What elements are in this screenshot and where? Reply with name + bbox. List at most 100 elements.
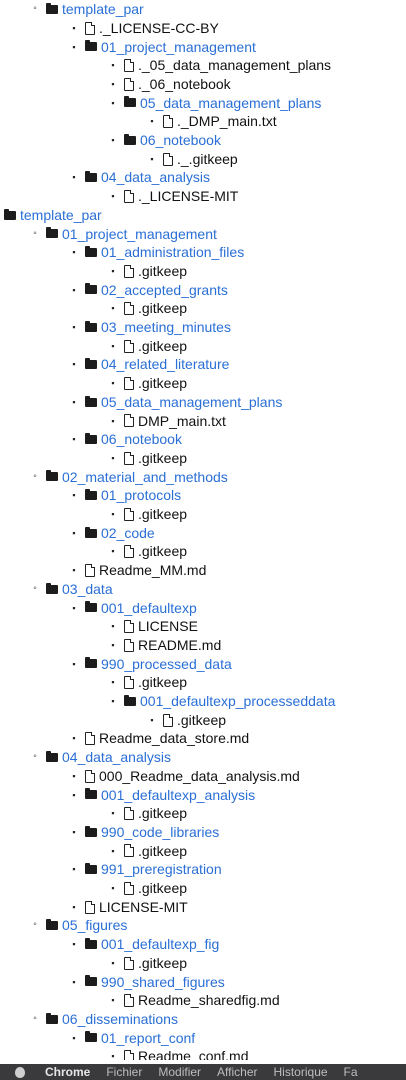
square-bullet-icon: ▪	[111, 1051, 115, 1060]
tree-file-row: ▪DMP_main.txt	[108, 412, 226, 431]
menu-fichier[interactable]: Fichier	[106, 1065, 143, 1079]
square-bullet-icon: ▪	[72, 658, 76, 669]
tree-folder-row: ▪05_data_management_plans	[108, 94, 321, 113]
tree-file-row: ▪._DMP_main.txt	[147, 112, 276, 131]
folder-link[interactable]: 01_administration_files	[101, 244, 245, 261]
folder-link[interactable]: 990_code_libraries	[101, 823, 220, 840]
folder-link[interactable]: 06_disseminations	[62, 1010, 178, 1027]
folder-icon	[85, 1031, 97, 1043]
file-name: Readme_data_store.md	[99, 730, 250, 747]
square-bullet-icon: ▪	[72, 172, 76, 183]
menu-historique[interactable]: Historique	[273, 1065, 328, 1079]
tree-folder-row: ▪ 06_notebook	[69, 430, 182, 449]
folder-link[interactable]: 05_figures	[62, 917, 128, 934]
tree-folder-row: ◦02_material_and_methods	[30, 468, 228, 487]
square-bullet-icon: ▪	[72, 602, 76, 613]
folder-link[interactable]: 03_data	[62, 580, 113, 597]
menu-modifier[interactable]: Modifier	[158, 1065, 202, 1079]
tree-folder-row: ▪990_code_libraries	[69, 823, 219, 842]
tree-file-row: ▪.gitkeep	[108, 449, 187, 468]
folder-link[interactable]: 02_material_and_methods	[62, 468, 228, 485]
folder-link[interactable]: 991_preregistration	[101, 861, 222, 878]
folder-link[interactable]: 02_accepted_grants	[101, 281, 228, 298]
tree-file-row: ▪.gitkeep	[108, 299, 187, 318]
tree-file-row: ▪._LICENSE-MIT	[108, 187, 238, 206]
folder-link[interactable]: 02_code	[101, 524, 155, 541]
tree-file-row: ▪.gitkeep	[147, 711, 226, 730]
folder-link[interactable]: 01_project_management	[101, 38, 256, 55]
circle-bullet-icon: ◦	[33, 1012, 37, 1024]
tree-file-row: ▪.gitkeep	[108, 374, 187, 393]
folder-link[interactable]: 05_data_management_plans	[101, 393, 283, 410]
folder-link[interactable]: 001_defaultexp	[101, 599, 197, 616]
file-icon	[85, 769, 95, 783]
square-bullet-icon: ▪	[72, 22, 76, 33]
file-icon	[163, 713, 173, 727]
folder-icon	[85, 825, 97, 837]
tree-file-row: ▪.gitkeep	[108, 542, 187, 561]
folder-link[interactable]: 05_data_management_plans	[140, 94, 322, 111]
square-bullet-icon: ▪	[111, 621, 115, 632]
square-bullet-icon: ▪	[72, 434, 76, 445]
circle-bullet-icon: ◦	[33, 3, 37, 15]
folder-link[interactable]: 04_data_analysis	[62, 749, 171, 766]
folder-link[interactable]: 03_meeting_minutes	[101, 319, 231, 336]
folder-link[interactable]: 001_defaultexp_fig	[101, 936, 220, 953]
tree-folder-row: ▪990_shared_figures	[69, 973, 225, 992]
file-icon	[124, 844, 134, 858]
square-bullet-icon: ▪	[72, 864, 76, 875]
file-name: ._05_data_management_plans	[138, 57, 332, 74]
file-name: DMP_main.txt	[138, 412, 226, 429]
tree-file-row: ▪000_Readme_data_analysis.md	[69, 767, 300, 786]
folder-link[interactable]: template_par	[20, 206, 102, 223]
folder-link[interactable]: template_par	[62, 1, 144, 18]
folder-link[interactable]: 01_protocols	[101, 487, 182, 504]
tree-file-row: ▪._.gitkeep	[147, 150, 237, 169]
file-icon	[124, 302, 134, 316]
folder-link[interactable]: 06_notebook	[140, 132, 221, 149]
folder-link[interactable]: 01_project_management	[62, 225, 217, 242]
folder-link[interactable]: 990_processed_data	[101, 655, 232, 672]
folder-link[interactable]: 001_defaultexp_processeddata	[140, 693, 336, 710]
tree-folder-row: ◦01_project_management	[30, 225, 217, 244]
menu-afficher[interactable]: Afficher	[217, 1065, 258, 1079]
folder-icon	[85, 975, 97, 987]
folder-icon	[46, 2, 58, 14]
square-bullet-icon: ▪	[72, 527, 76, 538]
file-name: Readme_sharedfig.md	[138, 992, 280, 1009]
folder-link[interactable]: 01_report_conf	[101, 1029, 196, 1046]
folder-link[interactable]: 001_defaultexp_analysis	[101, 786, 256, 803]
file-icon	[124, 59, 134, 73]
square-bullet-icon: ▪	[111, 808, 115, 819]
tree-folder-row: ▪01_protocols	[69, 486, 181, 505]
tree-folder-row: ◦ 06_disseminations	[30, 1010, 178, 1029]
square-bullet-icon: ▪	[72, 565, 76, 576]
file-name: .gitkeep	[138, 506, 188, 523]
folder-icon	[85, 526, 97, 538]
square-bullet-icon: ▪	[150, 714, 154, 725]
folder-link[interactable]: 04_data_analysis	[101, 169, 210, 186]
folder-link[interactable]: 04_related_literature	[101, 356, 230, 373]
folder-icon	[46, 582, 58, 594]
file-name: README.md	[138, 636, 222, 653]
file-name: Readme_MM.md	[99, 562, 207, 579]
square-bullet-icon: ▪	[72, 284, 76, 295]
square-bullet-icon: ▪	[150, 116, 154, 127]
menu-truncated[interactable]: Fa	[343, 1065, 358, 1079]
folder-link[interactable]: 06_notebook	[101, 431, 182, 448]
apple-icon[interactable]	[15, 1066, 25, 1078]
file-icon	[124, 77, 134, 91]
square-bullet-icon: ▪	[111, 677, 115, 688]
folder-icon	[46, 919, 58, 931]
folder-icon	[85, 433, 97, 445]
file-name: 000_Readme_data_analysis.md	[99, 767, 300, 784]
file-name: .gitkeep	[138, 300, 188, 317]
square-bullet-icon: ▪	[72, 939, 76, 950]
folder-icon	[124, 133, 136, 145]
folder-link[interactable]: 990_shared_figures	[101, 973, 225, 990]
menu-app-chrome[interactable]: Chrome	[45, 1065, 91, 1079]
tree-folder-row: ▪ 001_defaultexp	[69, 599, 197, 618]
tree-file-row: ▪LICENSE	[108, 617, 198, 636]
file-icon	[124, 638, 134, 652]
